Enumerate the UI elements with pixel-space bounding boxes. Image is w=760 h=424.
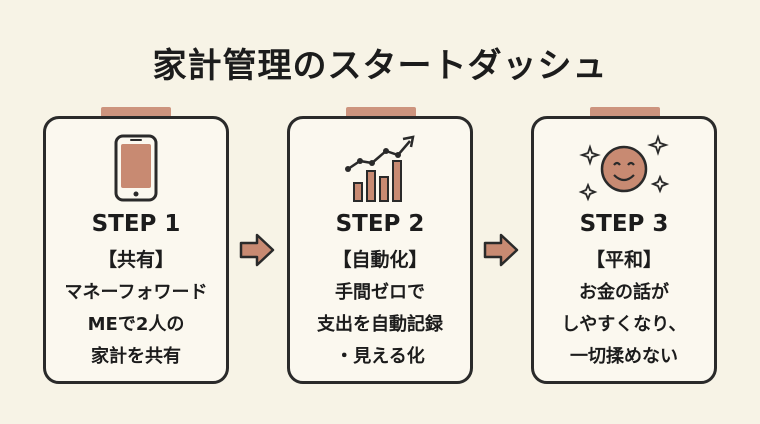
step-label: STEP 1 <box>91 211 181 237</box>
step-card-3: STEP 3 【平和】 お金の話が しやすくなり、 一切揉めない <box>531 116 717 384</box>
smartphone-icon <box>112 133 160 207</box>
step-tag: 【平和】 <box>585 249 662 271</box>
arrow-right-icon <box>483 233 519 267</box>
page-title: 家計管理のスタートダッシュ <box>152 46 608 86</box>
step-label: STEP 2 <box>335 211 425 237</box>
step-label: STEP 3 <box>579 211 669 237</box>
step-card-1: STEP 1 【共有】 マネーフォワード MEで2人の 家計を共有 <box>43 116 229 384</box>
arrow-right-icon <box>239 233 275 267</box>
step-card-2: STEP 2 【自動化】 手間ゼロで 支出を自動記録 ・見える化 <box>287 116 473 384</box>
smiley-sparkle-icon <box>576 133 672 213</box>
step-tag: 【共有】 <box>97 249 174 271</box>
step-description: マネーフォワード MEで2人の 家計を共有 <box>64 282 208 367</box>
step-tag: 【自動化】 <box>332 249 428 271</box>
step-description: 手間ゼロで 支出を自動記録 ・見える化 <box>317 282 443 367</box>
step-description: お金の話が しやすくなり、 一切揉めない <box>561 282 687 367</box>
growth-chart-icon <box>342 133 418 209</box>
